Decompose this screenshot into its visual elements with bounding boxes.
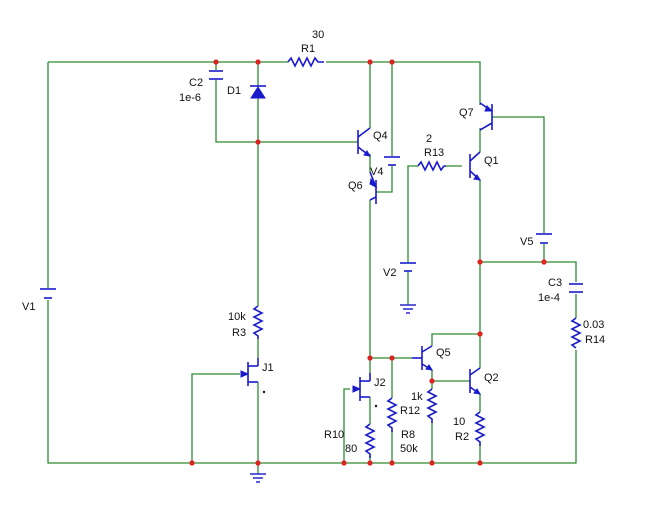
- resistor-r8: [386, 397, 398, 432]
- voltage-source-v4: [384, 156, 400, 166]
- labels: 30 R1 C2 1e-6 D1 Q4 Q7 2 R13 Q1 V4 Q6 V5…: [22, 29, 605, 455]
- r13-value: 2: [426, 133, 432, 145]
- voltage-source-v5: [536, 233, 552, 244]
- node: [389, 59, 395, 65]
- node: [477, 259, 483, 265]
- ground-symbol: [250, 473, 266, 483]
- resistor-r12: [426, 388, 438, 423]
- d1-name: D1: [227, 85, 241, 97]
- r14-name: R14: [585, 334, 605, 346]
- c3-value: 1e-4: [538, 292, 560, 304]
- c2-name: C2: [189, 77, 203, 89]
- v2-name: V2: [383, 267, 396, 279]
- q7-name: Q7: [459, 107, 474, 119]
- r10-value: 80: [345, 443, 357, 455]
- node: [367, 59, 373, 65]
- transistor-q7: [479, 102, 494, 131]
- r13-name: R13: [424, 147, 444, 159]
- node: [367, 355, 373, 361]
- transistor-q5: [412, 345, 433, 371]
- q6-name: Q6: [348, 180, 363, 192]
- dot-mark: [262, 390, 266, 394]
- node: [255, 460, 261, 466]
- r1-value: 30: [312, 29, 324, 41]
- resistor-r14: [570, 317, 582, 349]
- node: [477, 460, 483, 466]
- junction-nodes: [189, 59, 547, 466]
- r14-value: 0.03: [583, 319, 604, 331]
- r2-name: R2: [455, 431, 469, 443]
- j1-name: J1: [262, 362, 274, 374]
- node: [367, 460, 373, 466]
- node: [389, 355, 395, 361]
- dot-mark: [374, 404, 378, 408]
- v4-name: V4: [370, 166, 383, 178]
- q1-name: Q1: [484, 155, 499, 167]
- resistor-r13: [417, 160, 446, 172]
- r2-value: 10: [453, 416, 465, 428]
- j2-name: J2: [374, 377, 386, 389]
- resistor-r10: [364, 423, 376, 458]
- transistor-q2: [469, 367, 481, 395]
- resistor-r3: [252, 305, 264, 339]
- r8-value: 50k: [400, 443, 418, 455]
- node: [429, 460, 435, 466]
- transistor-q1: [469, 151, 481, 181]
- node: [429, 378, 435, 384]
- r10-name: R10: [324, 429, 344, 441]
- jfet-j1: [240, 358, 266, 394]
- r8-name: R8: [401, 429, 415, 441]
- r12-name: R12: [400, 405, 420, 417]
- r1-name: R1: [301, 43, 315, 55]
- q5-name: Q5: [436, 347, 451, 359]
- c3-name: C3: [548, 277, 562, 289]
- voltage-source-v1: [40, 288, 56, 299]
- r3-name: R3: [232, 327, 246, 339]
- node: [255, 139, 261, 145]
- v5-name: V5: [520, 236, 533, 248]
- diode-d1: [250, 85, 266, 99]
- node: [213, 59, 219, 65]
- wires: [47, 61, 577, 474]
- q2-name: Q2: [484, 372, 499, 384]
- capacitor-c3: [569, 283, 583, 293]
- node: [477, 331, 483, 337]
- node: [189, 460, 195, 466]
- node: [541, 259, 547, 265]
- transistor-q6: [369, 171, 378, 204]
- node: [255, 59, 261, 65]
- capacitor-c2: [209, 70, 223, 80]
- transistor-q4: [357, 127, 371, 157]
- resistor-r2: [474, 411, 486, 446]
- node: [341, 460, 347, 466]
- ground-symbol: [400, 300, 416, 314]
- r12-value: 1k: [411, 391, 423, 403]
- voltage-source-v2: [400, 262, 416, 272]
- v1-name: V1: [22, 301, 35, 313]
- c2-value: 1e-6: [179, 92, 201, 104]
- resistor-r1: [287, 56, 324, 68]
- jfet-j2: [352, 373, 378, 408]
- node: [389, 460, 395, 466]
- q4-name: Q4: [373, 130, 388, 142]
- r3-value: 10k: [228, 311, 246, 323]
